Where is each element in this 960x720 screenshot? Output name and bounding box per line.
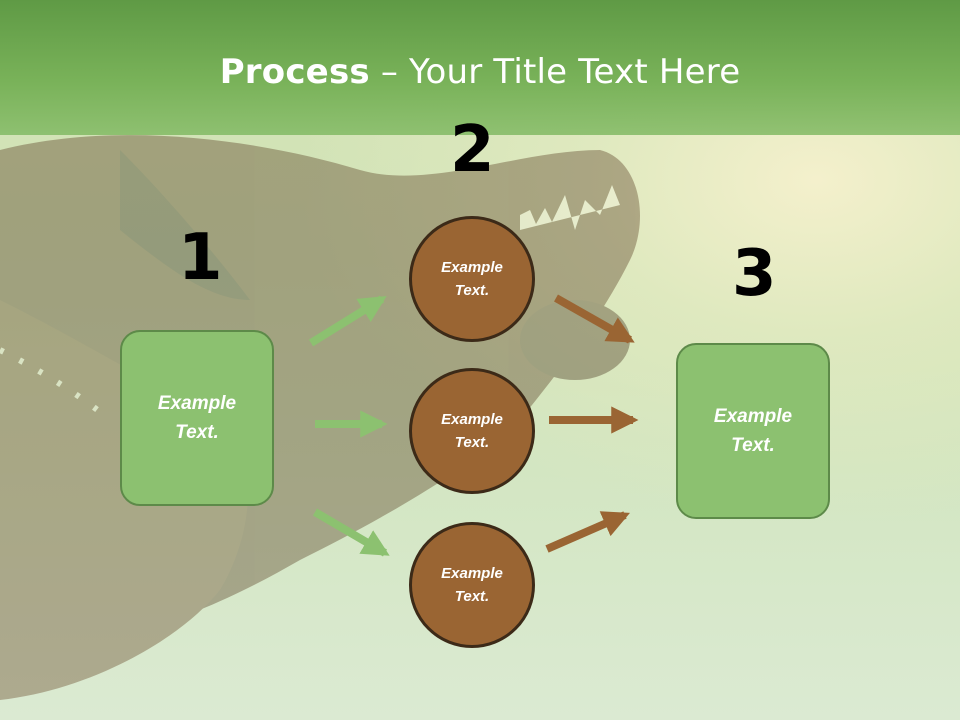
step-number-3: 3 — [732, 237, 777, 311]
left-step-box: Example Text. — [120, 330, 274, 506]
right-step-box: Example Text. — [676, 343, 830, 519]
left-step-text: Example Text. — [157, 393, 237, 443]
page-title: Process – Your Title Text Here — [0, 52, 960, 92]
middle-circle-top: Example Text. — [409, 216, 535, 342]
step-number-2: 2 — [450, 113, 495, 187]
circle-text-center: Example Text. — [441, 411, 503, 451]
title-bar — [0, 0, 960, 135]
circle-text-top: Example Text. — [441, 259, 503, 299]
middle-circle-center: Example Text. — [409, 368, 535, 494]
arrow-brown-down — [554, 294, 635, 344]
circle-text-bottom: Example Text. — [441, 565, 503, 605]
title-rest: – Your Title Text Here — [369, 52, 741, 92]
arrow-green-up — [308, 295, 387, 347]
middle-circle-bottom: Example Text. — [409, 522, 535, 648]
right-step-text: Example Text. — [713, 406, 793, 456]
arrow-green-down — [312, 508, 390, 557]
step-number-1: 1 — [178, 221, 223, 295]
title-bold: Process — [219, 52, 370, 92]
arrow-brown-up — [545, 511, 630, 553]
